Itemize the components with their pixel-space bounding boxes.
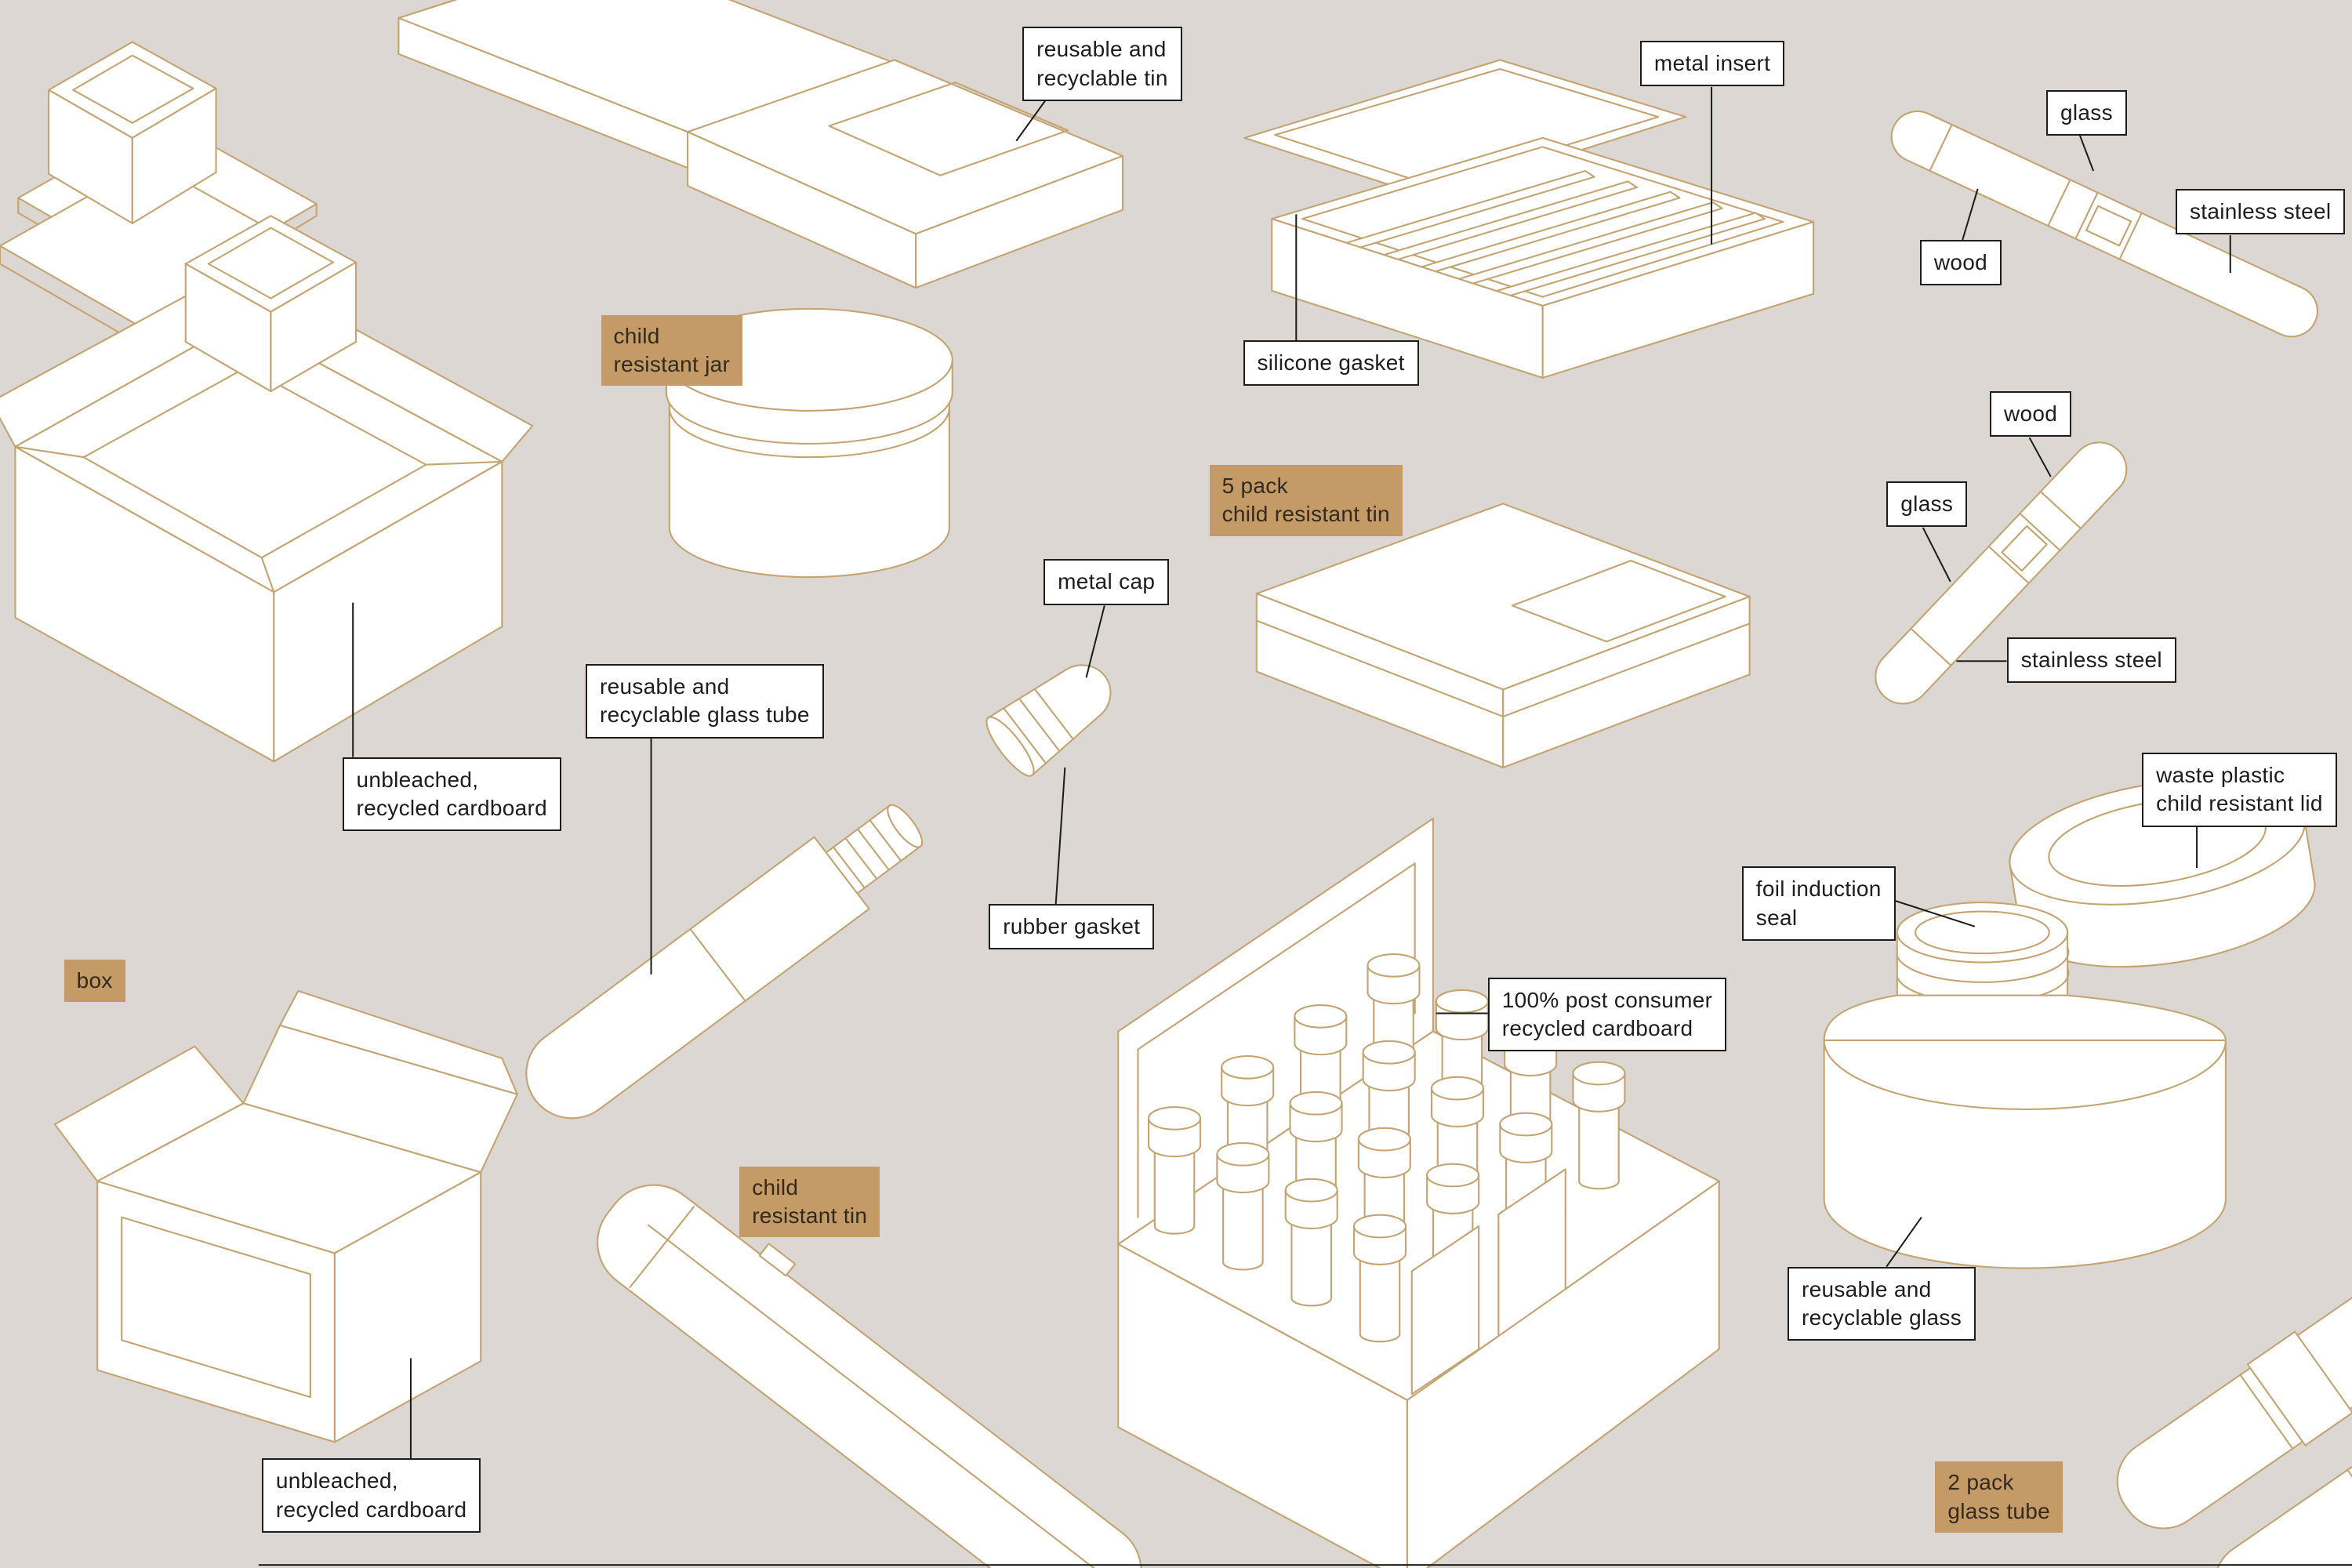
label-stainless-steel-pen-top: stainless steel [2176, 189, 2346, 235]
two-pack-tubes-illustration [2116, 1289, 2352, 1568]
label-metal-cap: metal cap [1044, 559, 1170, 605]
label-unbleached-cardboard-bottom: unbleached, recycled cardboard [261, 1458, 481, 1534]
label-box: box [64, 959, 125, 1003]
glass-tube-illustration [525, 664, 1112, 1120]
tube-case-illustration [1117, 817, 1720, 1568]
pen-long-illustration [1890, 110, 2318, 338]
label-glass-pen-top: glass [2046, 89, 2127, 136]
label-reusable-recyclable-glass-tube: reusable and recyclable glass tube [586, 664, 824, 739]
cardboard-boxes-illustration [0, 41, 534, 763]
label-wood-pen-top: wood [1919, 240, 2002, 286]
label-glass-pen-right: glass [1886, 481, 1968, 528]
label-wood-pen-right: wood [1990, 391, 2072, 437]
label-rubber-gasket: rubber gasket [989, 904, 1155, 950]
label-reusable-recyclable-tin: reusable and recyclable tin [1022, 27, 1182, 102]
label-metal-insert: metal insert [1639, 40, 1785, 86]
label-silicone-gasket: silicone gasket [1243, 340, 1419, 387]
label-two-pack-glass-tube: 2 pack glass tube [1935, 1461, 2063, 1533]
carton-box-illustration [53, 989, 518, 1443]
five-pack-tin-illustration [1255, 503, 1751, 769]
label-foil-induction-seal: foil induction seal [1741, 866, 1896, 941]
label-five-pack-child-resistant-tin: 5 pack child resistant tin [1209, 464, 1403, 536]
pen-short-illustration [1875, 441, 2128, 705]
label-waste-plastic-lid: waste plastic child resistant lid [2142, 752, 2337, 827]
glass-jar-illustration [1823, 779, 2316, 1269]
hinged-tin-prerolls-illustration [1243, 59, 1815, 379]
label-reusable-recyclable-glass: reusable and recyclable glass [1788, 1266, 1976, 1341]
slide-tin-illustration [397, 0, 1124, 289]
label-unbleached-cardboard-top: unbleached, recycled cardboard [342, 757, 562, 832]
child-resistant-tin-illustration [597, 1184, 1142, 1568]
label-stainless-steel-pen-right: stainless steel [2006, 637, 2176, 683]
leader-lines [352, 86, 2231, 1459]
label-post-consumer-cardboard: 100% post consumer recycled cardboard [1487, 977, 1727, 1052]
label-child-resistant-jar: child resistant jar [601, 314, 743, 387]
label-child-resistant-tin: child resistant tin [739, 1166, 880, 1238]
